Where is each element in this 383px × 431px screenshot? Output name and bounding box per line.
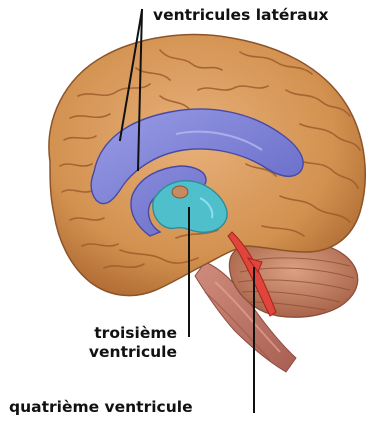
label-third-ventricle: troisième ventricule xyxy=(89,324,177,362)
label-lateral-ventricles: ventricules latéraux xyxy=(153,6,329,25)
label-third-ventricle-line2: ventricule xyxy=(89,343,177,362)
label-fourth-ventricle: quatrième ventricule xyxy=(9,398,193,417)
label-third-ventricle-line1: troisième xyxy=(89,324,177,343)
